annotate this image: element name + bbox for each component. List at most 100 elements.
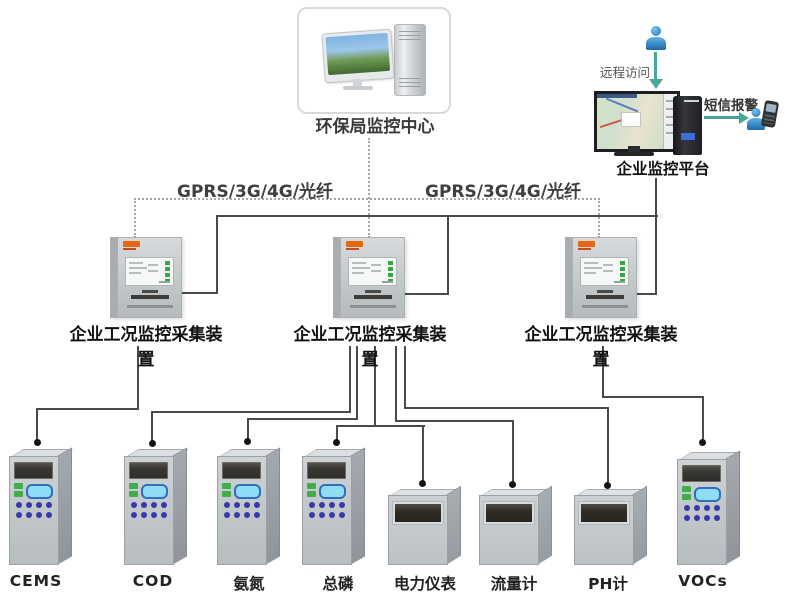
keypad-button: [684, 505, 690, 511]
nameplate-text: [585, 295, 624, 299]
wire-cems-drop: [36, 408, 38, 442]
gprs-link-label-left: GPRS/3G/4G/光纤: [177, 182, 333, 202]
device-label-vocs: VOCs: [678, 572, 728, 590]
meter-side-face: [537, 485, 552, 565]
sidebar-row: [666, 116, 675, 118]
meter-front-face: [388, 495, 448, 565]
alert-recipient-icon: [747, 108, 765, 130]
sms-alert-arrow-head: [739, 112, 749, 124]
screen-text-row: [352, 272, 364, 274]
device-label-flowmeter: 流量计: [490, 575, 538, 593]
trunk-drop-collector1: [216, 215, 218, 294]
wire-ammonia-drop: [247, 418, 249, 441]
keypad-button: [224, 502, 230, 508]
green-button: [129, 483, 138, 489]
green-button: [222, 483, 231, 489]
keypad-button: [254, 512, 260, 518]
collector-label-2: 企业工况监控采集装置: [293, 325, 447, 370]
sms-alert-label: 短信报警: [704, 98, 758, 114]
screen-text-row: [129, 272, 141, 274]
device-label-phosphorus: 总磷: [322, 575, 354, 593]
keypad-button: [234, 512, 240, 518]
keypad-button: [244, 502, 250, 508]
brand-logo: [123, 241, 140, 247]
sidebar-row: [666, 132, 675, 134]
company-text: [126, 305, 173, 308]
wire-ammonia-up: [356, 346, 358, 420]
keypad-button: [16, 512, 22, 518]
screen-text-row: [584, 262, 598, 264]
ph-meter-box: [574, 485, 647, 565]
screen-signature: [614, 281, 625, 283]
keypad-button: [309, 512, 315, 518]
screen-text-row: [584, 267, 602, 269]
company-text: [349, 305, 396, 308]
monitor-wallpaper: [325, 32, 391, 76]
screen-text-row: [352, 262, 366, 264]
wire-cems-horizontal: [36, 408, 139, 410]
platform-monitor-icon: [594, 91, 680, 152]
keypad-button: [224, 512, 230, 518]
screen-text-row: [584, 272, 596, 274]
collector-screen: [348, 257, 397, 286]
collector-device-2: [333, 237, 405, 318]
wire-phosphorus-up: [374, 346, 376, 427]
junction-dot-phosphorus: [333, 439, 340, 446]
keypad-button: [329, 502, 335, 508]
company-text: [581, 305, 628, 308]
sidebar-row: [666, 108, 675, 110]
sidebar-row: [666, 124, 675, 126]
keypad-button: [36, 502, 42, 508]
cabinet-front-face: [9, 456, 59, 565]
dotted-link-left-drop: [134, 198, 136, 238]
desktop-tower-icon: [394, 24, 426, 96]
cabinet-display: [307, 462, 346, 479]
cabinet-front-face: [302, 456, 352, 565]
brand-logo: [578, 241, 595, 247]
epa-monitoring-center-box: [297, 7, 451, 114]
platform-monitor-base: [614, 152, 654, 156]
cabinet-side-face: [57, 447, 72, 565]
green-button: [682, 486, 691, 492]
map-popup: [621, 112, 641, 127]
meter-display-band: [486, 504, 532, 522]
led-green: [620, 273, 625, 277]
lcd-readout: [319, 484, 346, 499]
screen-text-row: [371, 264, 381, 266]
wire-phosphorus-drop: [336, 425, 338, 441]
meter-panel: [392, 501, 444, 525]
green-button: [307, 491, 316, 497]
keypad-button: [309, 502, 315, 508]
green-button: [14, 483, 23, 489]
dotted-link-center-vertical: [368, 138, 370, 238]
collector-body: [572, 237, 637, 318]
remote-access-label: 远程访问: [599, 65, 650, 80]
brand-logo-subtext: [346, 248, 359, 250]
meter-display-band: [581, 504, 627, 522]
gprs-link-label-right: GPRS/3G/4G/光纤: [425, 182, 581, 202]
cabinet-front-face: [217, 456, 267, 565]
person-body: [646, 37, 666, 50]
cems-analyzer-cabinet: [9, 447, 74, 565]
server-brand-text: [684, 100, 699, 102]
cabinet-side-face: [725, 450, 740, 565]
map-road-blue: [605, 97, 639, 113]
keypad-button: [714, 515, 720, 521]
nameplate-text: [353, 295, 392, 299]
cabinet-front-face: [677, 459, 727, 565]
collector-body: [340, 237, 405, 318]
remote-access-arrow-head: [649, 79, 663, 89]
wire-ph-drop: [607, 407, 609, 485]
device-label-cod: COD: [132, 572, 174, 590]
junction-dot-ammonia: [244, 438, 251, 445]
person-body: [747, 118, 765, 130]
remote-user-icon: [646, 26, 666, 50]
green-button: [222, 491, 231, 497]
keypad-button: [339, 502, 345, 508]
led-green: [388, 273, 393, 277]
wire-ph-up: [404, 346, 406, 409]
model-text: [596, 290, 613, 293]
map-toolbar: [597, 94, 637, 98]
device-label-cems: CEMS: [9, 572, 63, 590]
server-lcd: [681, 133, 695, 140]
